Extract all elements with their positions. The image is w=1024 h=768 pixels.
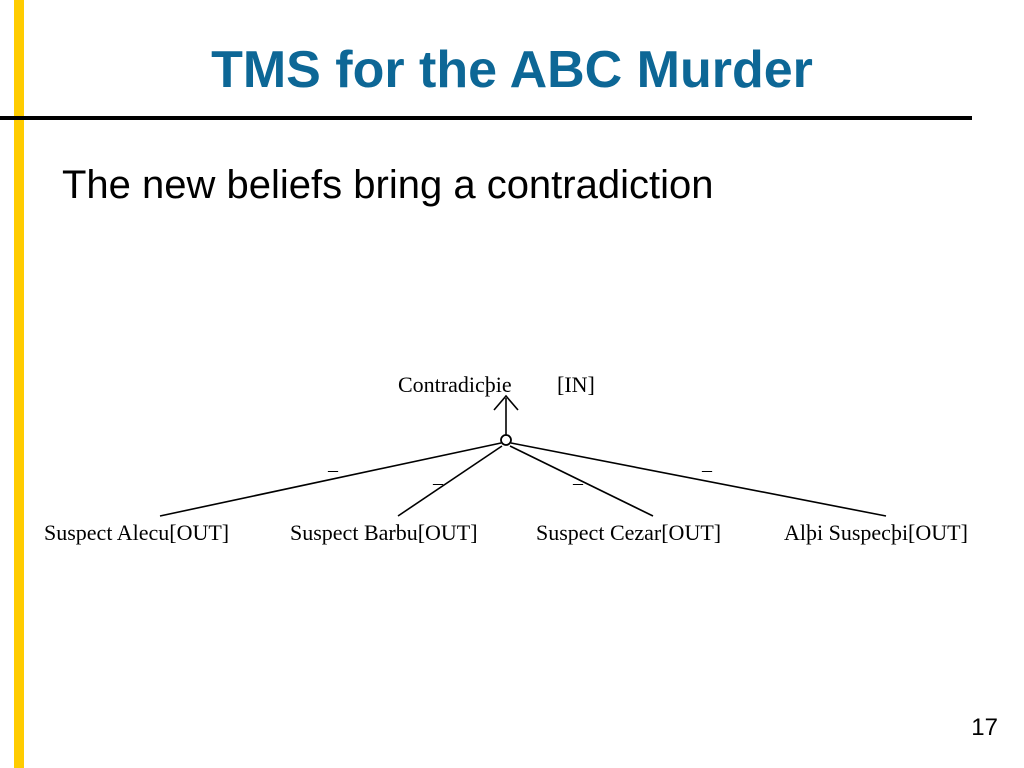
title-divider xyxy=(0,116,972,120)
node-suspect-alecu: Suspect Alecu[OUT] xyxy=(44,520,229,545)
slide-title: TMS for the ABC Murder xyxy=(211,41,813,99)
justification-node xyxy=(500,434,512,446)
node-suspect-barbu: Suspect Barbu[OUT] xyxy=(290,520,478,545)
node-suspect-cezar: Suspect Cezar[OUT] xyxy=(536,520,721,545)
edge-sign-barbu: – xyxy=(432,472,444,494)
contradiction-node-label: Contradicþie xyxy=(398,372,512,397)
edge-sign-alecu: – xyxy=(327,459,339,481)
edge-sign-alti: – xyxy=(701,459,713,481)
page-number: 17 xyxy=(971,714,998,741)
arrow-head xyxy=(493,394,519,411)
contradiction-node-status: [IN] xyxy=(557,372,595,397)
accent-bar xyxy=(14,0,24,768)
edge-alti xyxy=(510,442,887,517)
edge-sign-cezar: – xyxy=(572,472,584,494)
edge-alecu xyxy=(159,442,502,517)
node-alti-suspecti: Alþi Suspecþi[OUT] xyxy=(784,520,968,545)
slide-bullet-text: The new beliefs bring a contradiction xyxy=(62,163,714,207)
edge-cezar xyxy=(509,445,654,517)
edge-barbu xyxy=(397,445,503,517)
